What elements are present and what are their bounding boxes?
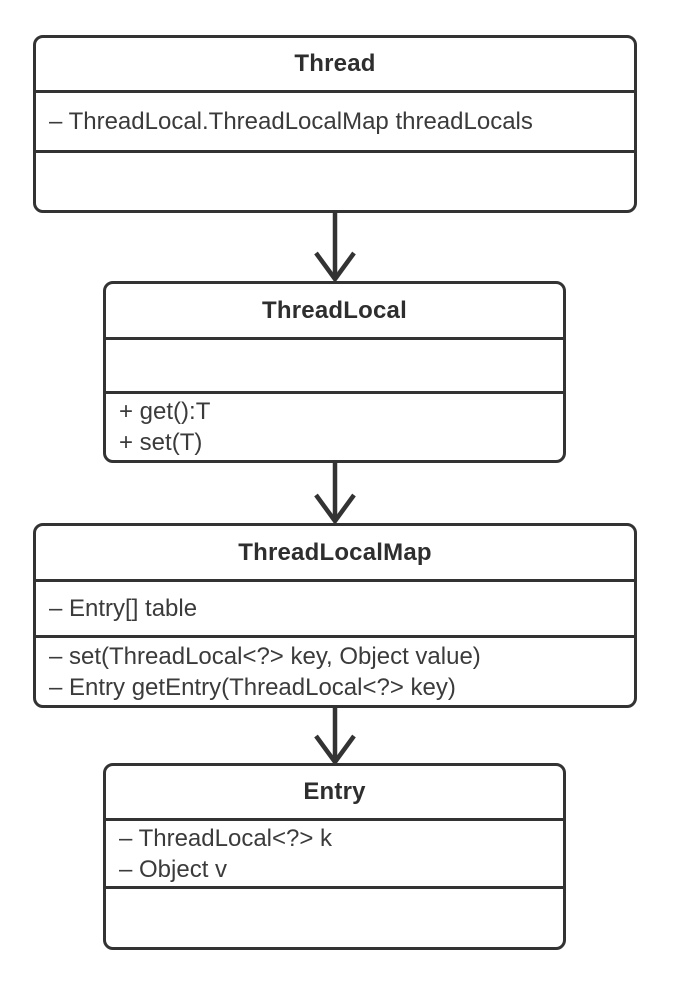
class-box-entry: Entry – ThreadLocal<?> k – Object v <box>103 763 566 950</box>
methods-compartment-threadlocalmap: – set(ThreadLocal<?> key, Object value) … <box>36 638 634 705</box>
class-box-threadlocal: ThreadLocal + get():T + set(T) <box>103 281 566 463</box>
method-item: – set(ThreadLocal<?> key, Object value) <box>49 642 481 670</box>
attribute-item: – ThreadLocal<?> k <box>119 824 333 852</box>
class-title-threadlocalmap: ThreadLocalMap <box>36 526 634 582</box>
arrowhead-down-icon <box>314 734 356 766</box>
arrow-thread-to-threadlocal <box>314 212 356 283</box>
arrowhead-down-icon <box>314 493 356 525</box>
class-title-thread: Thread <box>36 38 634 93</box>
attribute-item: – ThreadLocal.ThreadLocalMap threadLocal… <box>49 108 533 135</box>
arrow-threadlocal-to-threadlocalmap <box>314 462 356 525</box>
class-title-entry: Entry <box>106 766 563 821</box>
arrow-threadlocalmap-to-entry <box>314 707 356 766</box>
class-box-threadlocalmap: ThreadLocalMap – Entry[] table – set(Thr… <box>33 523 637 708</box>
method-item: – Entry getEntry(ThreadLocal<?> key) <box>49 673 456 701</box>
class-title-threadlocal: ThreadLocal <box>106 284 563 340</box>
attributes-compartment-threadlocal <box>106 340 563 394</box>
attributes-compartment-threadlocalmap: – Entry[] table <box>36 582 634 638</box>
method-item: + set(T) <box>119 429 203 456</box>
attribute-item: – Object v <box>119 855 228 883</box>
methods-compartment-threadlocal: + get():T + set(T) <box>106 394 563 460</box>
arrowhead-down-icon <box>314 251 356 283</box>
attributes-compartment-entry: – ThreadLocal<?> k – Object v <box>106 821 563 889</box>
attributes-compartment-thread: – ThreadLocal.ThreadLocalMap threadLocal… <box>36 93 634 153</box>
attribute-item: – Entry[] table <box>49 595 198 622</box>
method-item: + get():T <box>119 398 211 425</box>
methods-compartment-thread <box>36 153 634 210</box>
methods-compartment-entry <box>106 889 563 947</box>
class-box-thread: Thread – ThreadLocal.ThreadLocalMap thre… <box>33 35 637 213</box>
